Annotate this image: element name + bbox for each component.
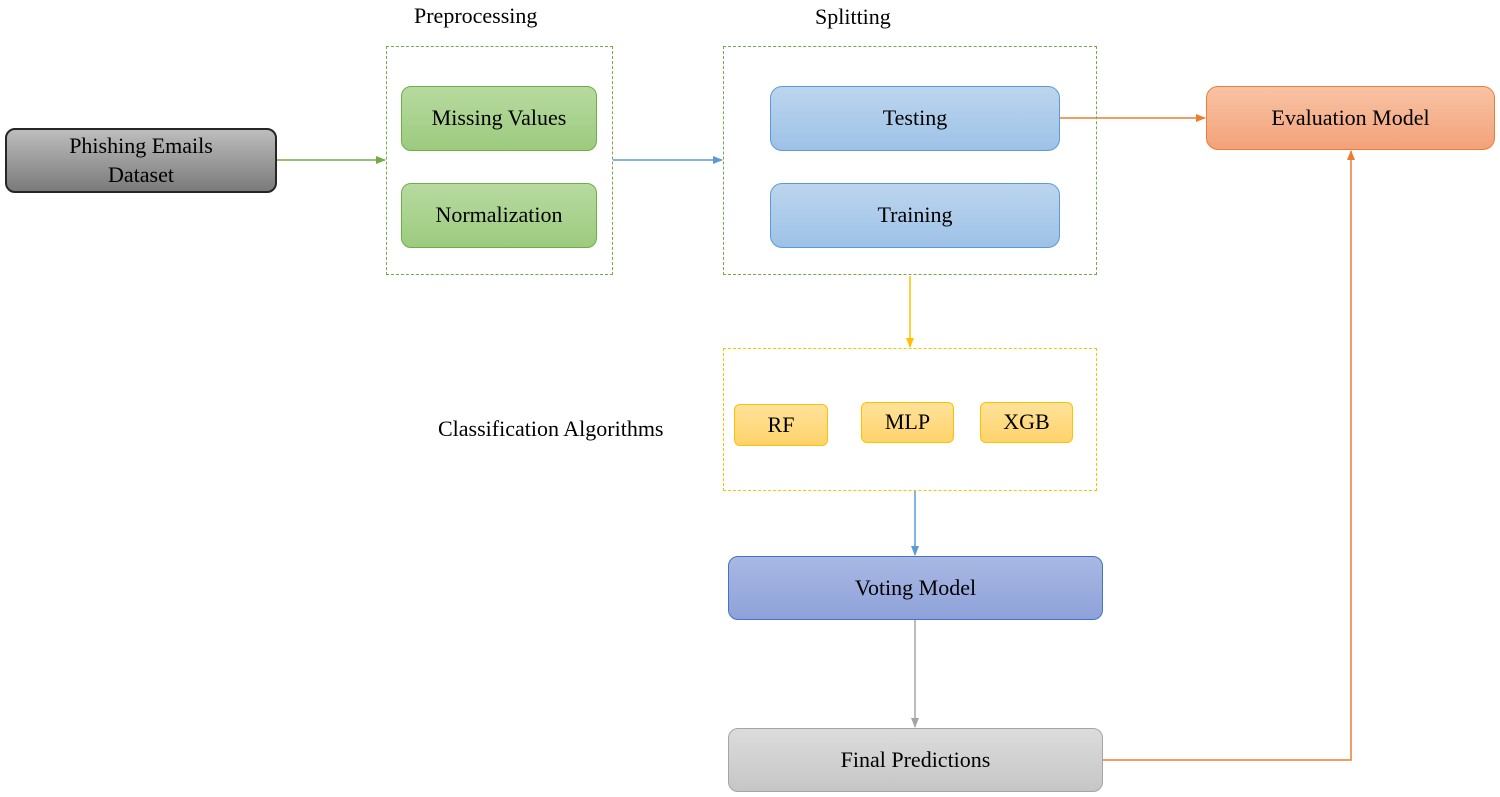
- missing-values-node: Missing Values: [401, 86, 597, 151]
- rf-node: RF: [734, 404, 828, 446]
- xgb-node: XGB: [980, 402, 1073, 443]
- classification-group: [723, 348, 1097, 491]
- mlp-node: MLP: [861, 402, 954, 443]
- classification-label: Classification Algorithms: [438, 416, 664, 441]
- final-predictions-node: Final Predictions: [728, 728, 1103, 792]
- normalization-node: Normalization: [401, 183, 597, 248]
- splitting-group: [723, 46, 1097, 275]
- splitting-label: Splitting: [815, 4, 891, 29]
- preprocessing-label: Preprocessing: [414, 3, 538, 28]
- edge-final-to-evaluation: [1103, 150, 1355, 761]
- evaluation-model-node: Evaluation Model: [1206, 86, 1495, 150]
- training-node: Training: [770, 183, 1060, 248]
- dataset-text: Phishing Emails Dataset: [69, 132, 213, 187]
- voting-model-node: Voting Model: [728, 556, 1103, 620]
- dataset-node: Phishing Emails Dataset: [5, 128, 277, 193]
- testing-node: Testing: [770, 86, 1060, 151]
- preprocessing-group: [386, 46, 613, 275]
